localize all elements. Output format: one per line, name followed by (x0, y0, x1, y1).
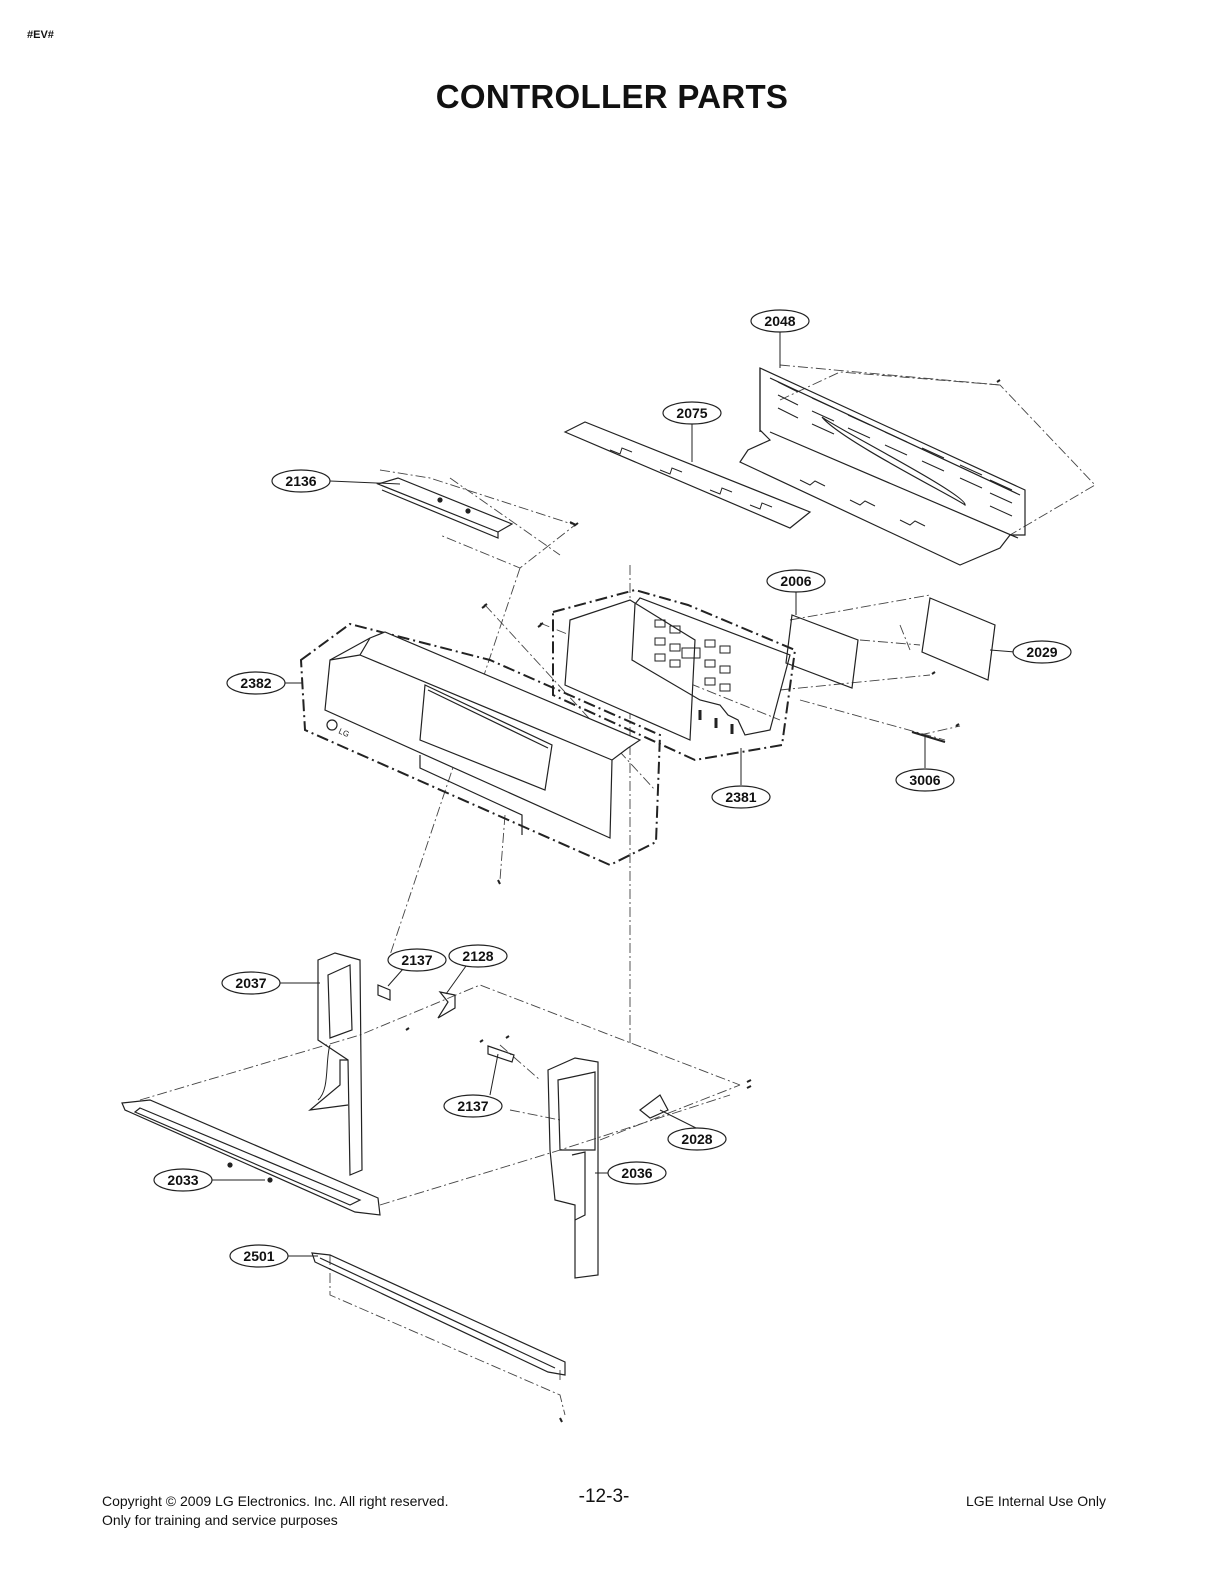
callout-2137-upper: 2137 (387, 948, 447, 972)
clip-2128 (437, 991, 456, 1019)
callout-2501: 2501 (229, 1244, 289, 1268)
trim-strip-2501 (311, 1252, 566, 1376)
clip-2137-lower (487, 1045, 515, 1063)
clip-2137-upper (377, 984, 391, 1001)
svg-text:2037: 2037 (235, 975, 266, 991)
callout-2037: 2037 (221, 971, 281, 995)
control-board-2381 (481, 588, 797, 762)
svg-text:2128: 2128 (462, 948, 493, 964)
svg-text:2036: 2036 (621, 1165, 652, 1181)
svg-text:3006: 3006 (909, 772, 940, 788)
board-2006 (785, 614, 859, 689)
top-bracket-2136 (376, 477, 579, 539)
page-title: CONTROLLER PARTS (435, 78, 789, 115)
screws (405, 379, 1001, 1423)
svg-text:2501: 2501 (243, 1248, 274, 1264)
panel-logo: LG (337, 727, 350, 740)
svg-text:2381: 2381 (725, 789, 756, 805)
callout-2036: 2036 (607, 1161, 667, 1185)
callout-2033: 2033 (153, 1168, 213, 1192)
svg-text:2137: 2137 (457, 1098, 488, 1114)
side-bracket-2036 (547, 1057, 599, 1279)
svg-text:2137: 2137 (401, 952, 432, 968)
svg-text:2075: 2075 (676, 405, 707, 421)
callout-2381: 2381 (711, 785, 771, 809)
part-3006 (911, 731, 946, 743)
rear-vent-panel-2048 (739, 367, 1026, 566)
svg-text:2382: 2382 (240, 675, 271, 691)
gasket-strip-2075 (563, 421, 812, 529)
svg-text:2029: 2029 (1026, 644, 1057, 660)
usage-note: Only for training and service purposes (102, 1512, 338, 1528)
document-tag: #EV# (27, 29, 54, 41)
callout-2028: 2028 (667, 1127, 727, 1151)
callout-2075: 2075 (662, 401, 722, 425)
board-2029 (921, 597, 996, 681)
callout-3006: 3006 (895, 768, 955, 792)
svg-text:2028: 2028 (681, 1131, 712, 1147)
svg-text:2006: 2006 (780, 573, 811, 589)
page-number: -12-3- (578, 1486, 630, 1507)
side-bracket-2037 (308, 952, 363, 1176)
footer-left: Copyright © 2009 LG Electronics. Inc. Al… (102, 1492, 448, 1530)
callout-2048: 2048 (750, 309, 810, 333)
callout-2137-lower: 2137 (443, 1094, 503, 1118)
front-control-panel-2382 (299, 622, 662, 867)
callout-2136: 2136 (271, 469, 331, 493)
copyright-text: Copyright © 2009 LG Electronics. Inc. Al… (102, 1493, 449, 1509)
internal-use-label: LGE Internal Use Only (965, 1493, 1106, 1509)
callout-2128: 2128 (448, 944, 508, 968)
svg-text:2033: 2033 (167, 1172, 198, 1188)
bottom-rail-2033 (121, 1099, 381, 1216)
svg-text:2048: 2048 (764, 313, 795, 329)
callout-2382: 2382 (226, 671, 286, 695)
svg-text:2136: 2136 (285, 473, 316, 489)
callout-2006: 2006 (766, 569, 826, 593)
bracket-2028 (639, 1094, 669, 1119)
callout-2029: 2029 (1012, 640, 1072, 664)
